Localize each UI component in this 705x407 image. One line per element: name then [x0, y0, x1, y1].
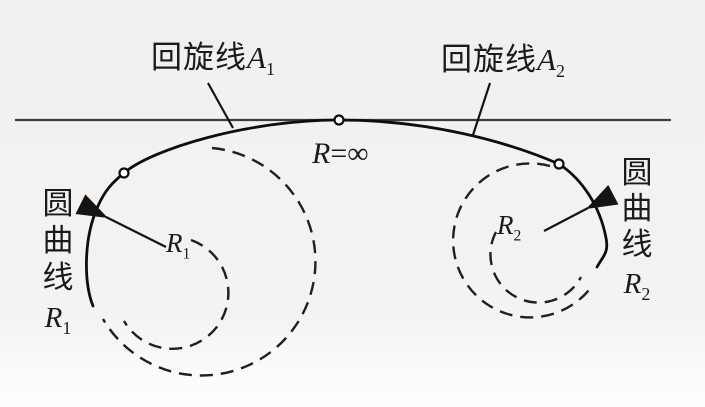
right-transition-point-marker: [553, 158, 565, 170]
right-circle-inner-dashed: [489, 231, 583, 304]
clothoid-a2-text: 回旋线: [441, 42, 537, 77]
r2-callout-label: R2: [497, 210, 521, 244]
right-caption-char-3: 线: [621, 227, 653, 262]
clothoid-a2-symbol: A: [537, 42, 556, 77]
left-circular-curve-caption: 圆 曲 线 R1: [38, 185, 78, 337]
right-circular-curve-caption: 圆 曲 线 R2: [617, 155, 657, 305]
left-caption-char-3: 线: [42, 260, 74, 295]
left-caption-char-2: 曲: [42, 223, 74, 258]
r2-callout-subscript: 2: [513, 227, 522, 245]
r1-callout-label: R1: [166, 228, 190, 262]
right-caption-char-1: 圆: [621, 155, 653, 190]
clothoid-a1-subscript: 1: [265, 59, 275, 80]
apex-inflection-point-marker: [333, 114, 345, 126]
clothoid-a2-label: 回旋线A2: [441, 42, 565, 80]
r2-radius-arrow: [543, 185, 619, 232]
left-transition-point-marker: [118, 167, 130, 179]
left-caption-symbol: R1: [44, 302, 72, 339]
radius-infinity-equals: =: [330, 137, 348, 170]
clothoid-a1-label: 回旋线A1: [151, 40, 275, 78]
clothoid-a2-leader-line: [471, 82, 492, 136]
left-circle-inner-dashed: [122, 238, 230, 350]
left-caption-char-1: 圆: [42, 186, 74, 221]
r1-radius-arrow: [75, 194, 167, 248]
right-caption-symbol: R2: [623, 268, 651, 305]
left-circle-outer-dashed: [101, 146, 317, 377]
clothoid-a1-leader-line: [207, 82, 234, 129]
clothoid-a1-symbol: A: [247, 40, 266, 75]
r1-callout-symbol: R: [166, 228, 183, 258]
r1-callout-subscript: 1: [182, 245, 191, 263]
r2-callout-symbol: R: [497, 210, 514, 240]
clothoid-a1-text: 回旋线: [151, 40, 247, 75]
right-circle-outer-dashed: [451, 162, 590, 319]
radius-infinity-label: R=∞: [312, 139, 369, 169]
right-caption-char-2: 曲: [621, 191, 653, 226]
infinity-sign: ∞: [347, 137, 369, 170]
clothoid-a2-subscript: 2: [555, 61, 565, 82]
radius-infinity-symbol: R: [312, 137, 331, 170]
